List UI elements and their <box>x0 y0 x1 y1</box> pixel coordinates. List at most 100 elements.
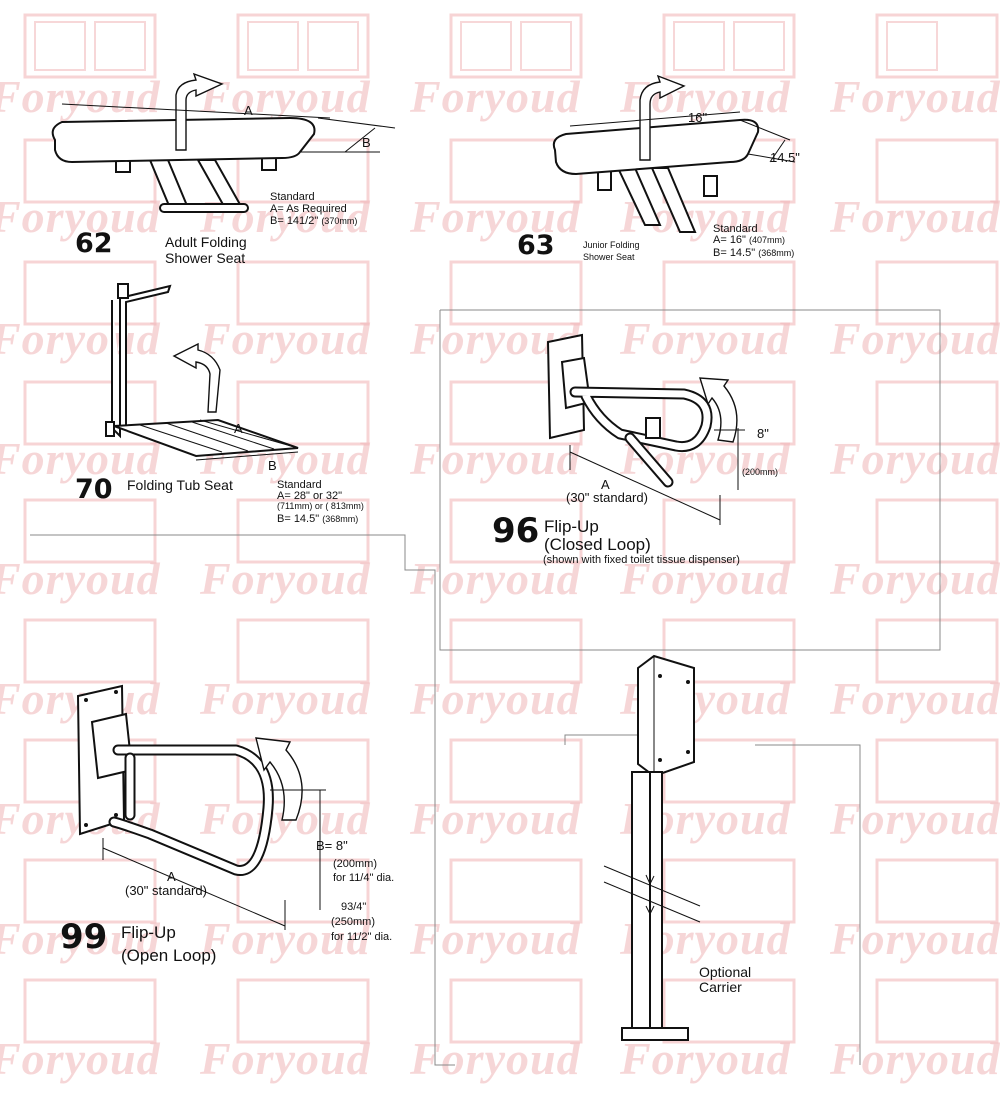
watermark-text: Foryoud <box>409 71 581 122</box>
extension-line <box>739 119 791 141</box>
flip-arrow-icon <box>175 72 224 151</box>
watermark-text: Foryoud <box>199 1033 371 1084</box>
screw-icon <box>114 813 118 817</box>
dimension-line-a <box>569 451 721 521</box>
watermark-text: Foryoud <box>0 433 161 484</box>
screw-icon <box>84 698 88 702</box>
watermark-text: Foryoud <box>199 71 371 122</box>
watermark-text: Foryoud <box>0 191 161 242</box>
spec-a: A= 16" (407mm) <box>713 234 785 246</box>
wall-hook <box>117 283 129 299</box>
watermark-text: Foryoud <box>409 793 581 844</box>
watermark-text: Foryoud <box>829 913 1000 964</box>
screw-icon <box>84 823 88 827</box>
product-name-line2: Shower Seat <box>583 252 635 262</box>
dim-b: B= 8" <box>316 838 348 853</box>
spec-a-metric: (711mm) or ( 813mm) <box>277 501 364 511</box>
carrier-post <box>631 771 651 1033</box>
bar-96-dimensions: A (30" standard) 8" (200mm) <box>566 426 778 525</box>
dim-b2: 93/4" <box>341 901 366 913</box>
watermark-text: Foryoud <box>0 913 161 964</box>
dim-b-diameter: for 11/4" dia. <box>333 872 394 884</box>
grab-bar-loop-inner <box>110 746 272 874</box>
spec-a: A= 28" or 32" <box>277 490 342 502</box>
watermark-text: Foryoud <box>829 191 1000 242</box>
seat-slat <box>139 424 223 453</box>
optional-carrier: Optional Carrier <box>603 654 751 1041</box>
dimension-line-depth <box>769 139 786 163</box>
spec-b-metric: (368mm) <box>322 514 358 524</box>
frame-96 <box>439 309 941 651</box>
screw-icon <box>658 674 662 678</box>
watermark-text: Foryoud <box>199 673 371 724</box>
product-96-flip-up-closed-loop: A (30" standard) 8" (200mm) 96 Flip-Up (… <box>492 333 778 566</box>
chinese-seal-icon <box>23 618 999 684</box>
dimension-line-a <box>61 103 331 119</box>
seat-63-drawing <box>552 74 760 233</box>
bar-99-drawing <box>76 684 303 876</box>
product-99-flip-up-open-loop: A (30" standard) B= 8" (200mm) for 11/4"… <box>60 684 394 965</box>
watermark-text: Foryoud <box>409 673 581 724</box>
watermark-text: Foryoud <box>829 553 1000 604</box>
flip-arrow-icon <box>639 74 686 161</box>
dim-a-label: A <box>234 421 243 436</box>
watermark-text: Foryoud <box>199 553 371 604</box>
dim-b2-diameter: for 11/2" dia. <box>331 931 392 943</box>
watermark-text: Foryoud <box>0 1033 161 1084</box>
carrier-name-line1: Optional <box>699 964 751 980</box>
seat-foot-bar <box>159 203 249 213</box>
watermark-text: Foryoud <box>409 553 581 604</box>
break-mark <box>645 874 655 886</box>
watermark-text: Foryoud <box>199 313 371 364</box>
product-name-line1: Flip-Up <box>544 517 599 536</box>
product-63-junior-folding-shower-seat: 16" 14.5" 63 Junior Folding Shower Seat … <box>517 74 800 262</box>
spec-b-prefix: B= 141/2" <box>270 215 318 227</box>
watermark-text: Foryoud <box>409 913 581 964</box>
watermark-text: Foryoud <box>829 793 1000 844</box>
carrier-drawing <box>603 654 701 1041</box>
break-line <box>603 865 701 907</box>
break-mark <box>645 905 655 916</box>
spec-a: A= As Required <box>270 203 347 215</box>
flip-arrow-icon <box>255 737 303 821</box>
seat-63-dimensions: 16" 14.5" <box>569 110 800 165</box>
dim-depth: 14.5" <box>770 150 800 165</box>
dim-a-label: A <box>167 869 176 884</box>
chinese-seal-icon <box>23 380 999 446</box>
frame-99-right <box>434 665 455 1066</box>
product-note: (shown with fixed toilet tissue dispense… <box>543 554 740 566</box>
dim-height: 8" <box>757 426 769 441</box>
seat-70-drawing <box>105 283 299 458</box>
watermark-text: Foryoud <box>829 433 1000 484</box>
flip-arrow-icon <box>172 342 221 413</box>
product-70-folding-tub-seat: A B 70 Folding Tub Seat Standard A= 28" … <box>75 283 364 525</box>
dim-height-metric: (200mm) <box>742 467 778 477</box>
extension-line <box>747 153 796 163</box>
dimension-line-b <box>344 127 376 153</box>
seat-62-drawing <box>51 72 316 213</box>
dim-a-standard: (30" standard) <box>566 490 648 505</box>
hinge <box>105 421 115 437</box>
product-name-line2: Shower Seat <box>165 250 245 266</box>
product-name: Folding Tub Seat <box>127 477 233 493</box>
watermark-text: Foryoud <box>829 673 1000 724</box>
spec-a-metric: (407mm) <box>749 235 785 245</box>
spec-title: Standard <box>270 191 315 203</box>
watermark-text: Foryoud <box>829 71 1000 122</box>
product-number: 63 <box>517 230 555 261</box>
dim-b-label: B <box>268 458 277 473</box>
watermark-text: Foryoud <box>409 191 581 242</box>
dim-width: 16" <box>688 110 707 125</box>
screw-icon <box>658 758 662 762</box>
spec-b-metric: (370mm) <box>321 216 357 226</box>
spec-title: Standard <box>277 479 322 491</box>
product-name-line1: Adult Folding <box>165 234 247 250</box>
dim-b-metric: (200mm) <box>333 858 377 870</box>
watermark-text: Foryoud <box>409 433 581 484</box>
product-name-line2: (Open Loop) <box>121 946 216 965</box>
dimension-line-a <box>199 419 299 449</box>
chinese-seal-icon <box>23 13 999 79</box>
watermark-text: Foryoud <box>619 313 791 364</box>
seat-62-dimensions: A B <box>61 103 396 153</box>
